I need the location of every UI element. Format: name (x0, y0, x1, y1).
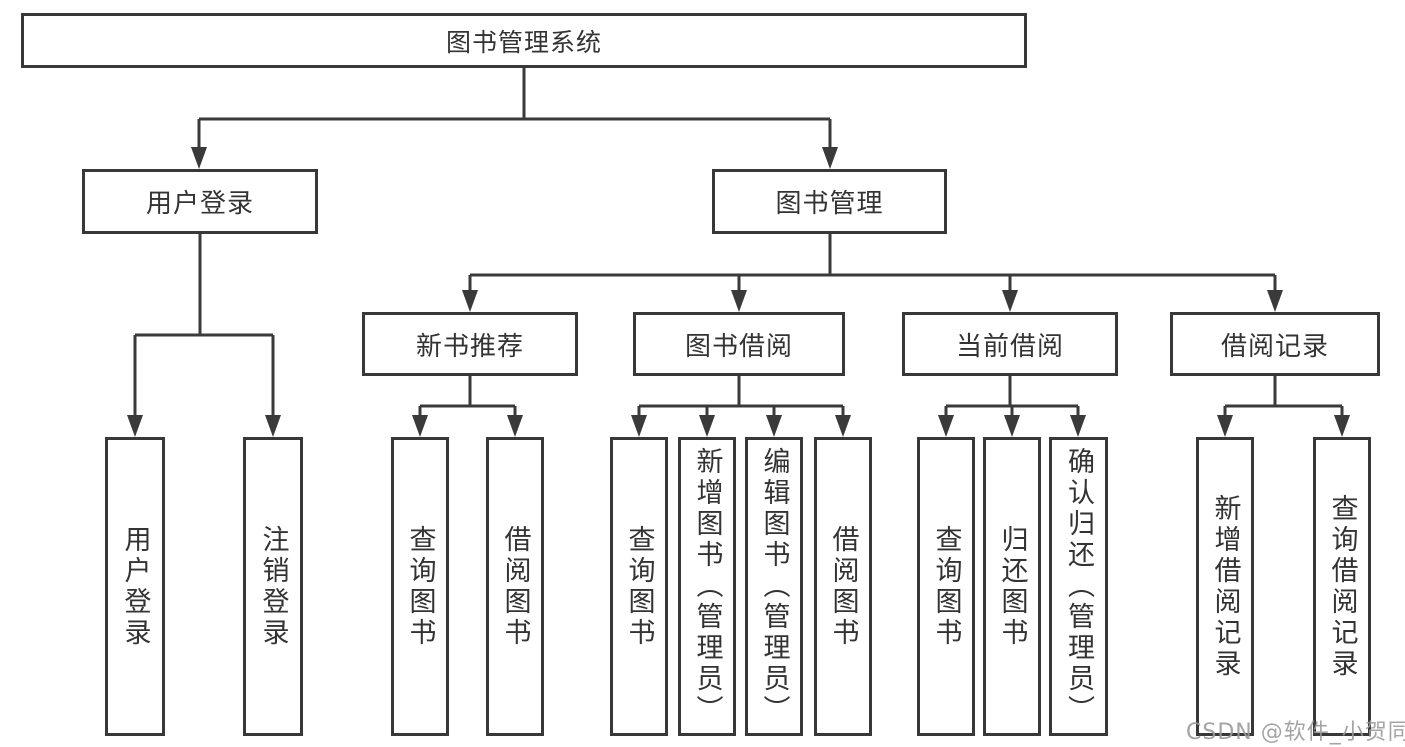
connector-user-login-to-children (127, 234, 281, 437)
arrowhead (938, 415, 1086, 437)
leaf-user-login: 用户登录 (105, 437, 165, 736)
leaf-br-query-borrow-record: 查询借阅记录 (1313, 437, 1371, 736)
node-root-system: 图书管理系统 (21, 13, 1027, 68)
arrowhead (462, 290, 1283, 312)
connector-book-borrow-to-children (631, 376, 851, 437)
node-book-management: 图书管理 (712, 169, 947, 234)
leaf-nbr-borrow-books: 借阅图书 (486, 437, 544, 736)
connector-new-book-recommend-to-children (412, 376, 523, 437)
leaf-nbr-query-books: 查询图书 (391, 437, 449, 736)
leaf-bb-query-books: 查询图书 (610, 437, 668, 736)
leaf-br-add-borrow-record: 新增借阅记录 (1196, 437, 1254, 736)
connector-current-borrow-to-children (938, 376, 1086, 437)
connector-book-management-to-level3 (462, 234, 1283, 312)
connector-borrow-records-to-children (1217, 376, 1350, 437)
leaf-cb-confirm-return-admin: 确认归还（管理员） (1049, 437, 1108, 736)
connector-root-to-level2 (191, 68, 838, 169)
leaf-bb-edit-books-admin: 编辑图书（管理员） (745, 437, 803, 736)
arrowhead (191, 147, 838, 169)
arrowhead (1217, 415, 1350, 437)
node-current-borrow: 当前借阅 (902, 312, 1118, 376)
arrowhead (127, 415, 281, 437)
arrowhead (412, 415, 523, 437)
node-new-book-recommend: 新书推荐 (362, 312, 578, 376)
csdn-watermark: CSDN @软件_小贺同学 (1186, 720, 1405, 745)
leaf-logout-login: 注销登录 (243, 437, 303, 736)
arrowhead (631, 415, 851, 437)
node-borrow-records: 借阅记录 (1170, 312, 1380, 376)
leaf-cb-return-books: 归还图书 (983, 437, 1041, 736)
leaf-bb-borrow-books: 借阅图书 (814, 437, 872, 736)
node-book-borrow: 图书借阅 (633, 312, 845, 376)
node-user-login: 用户登录 (82, 169, 318, 234)
leaf-bb-add-books-admin: 新增图书（管理员） (678, 437, 736, 736)
leaf-cb-query-books: 查询图书 (917, 437, 975, 736)
